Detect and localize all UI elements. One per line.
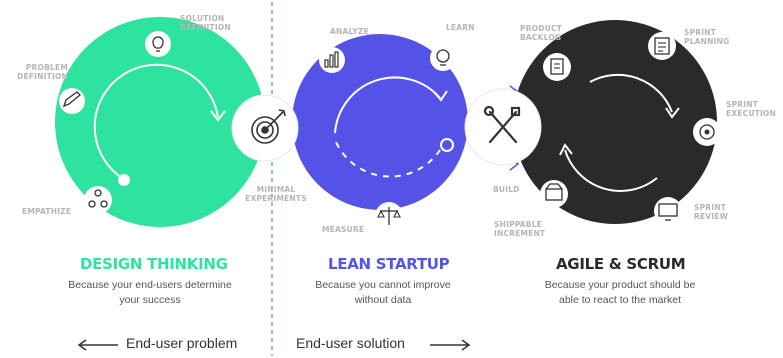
agile-scrum-title: AGILE & SCRUM (556, 255, 686, 273)
label-measure: MEASURE (322, 225, 365, 234)
label-analyze: ANALYZE (330, 27, 369, 36)
label-learn: LEARN (446, 23, 475, 32)
label-sprint-review: SPRINT REVIEW (694, 203, 729, 221)
target-icon (251, 109, 286, 144)
label-empathize: EMPATHIZE (22, 207, 72, 216)
agile-scrum-subtitle: Because your product should be able to r… (544, 279, 696, 306)
design-loop-arrowhead (210, 110, 226, 122)
agile-loop-arrowhead-right (665, 107, 680, 119)
design-thinking-title: DESIGN THINKING (80, 255, 228, 273)
lean-loop-arrowhead (433, 90, 448, 102)
label-sprint-execution: SPRINT EXECUTION (726, 100, 776, 118)
lean-startup-circle (292, 34, 468, 210)
label-product-backlog: PRODUCT BACKLOG (520, 24, 562, 42)
label-build: BUILD (493, 185, 520, 194)
lightbulb-icon (145, 31, 171, 57)
design-loop-dot (118, 174, 130, 186)
lean-loop-dot (440, 138, 454, 152)
label-shippable-increment: SHIPPABLE INCREMENT (494, 220, 546, 238)
footer-end-user-problem: End-user problem (126, 335, 238, 351)
lean-startup-subtitle: Because you cannot improve without data (315, 279, 451, 306)
arrow-left-icon (77, 339, 118, 351)
monitor-icon (654, 197, 682, 225)
lean-loop-arc-bottom (334, 139, 441, 178)
lean-startup-title: LEAN STARTUP (328, 255, 450, 273)
label-problem-definition: PROBLEM DEFINITION (17, 63, 68, 81)
label-minimal-experiments: MINIMAL EXPERIMENTS (245, 185, 307, 203)
agile-loop-arc-top (589, 73, 673, 113)
target-arrow-icon (693, 118, 721, 146)
scales-icon (375, 202, 403, 230)
label-solution-definition: SOLUTION DEFINITION (180, 14, 231, 32)
people-icon (84, 186, 112, 214)
arrow-right-icon (430, 339, 471, 351)
agile-loop-arrowhead-left (559, 143, 573, 156)
checklist-icon (648, 32, 676, 60)
footer-end-user-solution: End-user solution (296, 335, 405, 351)
agile-loop-arc-bottom (564, 149, 658, 192)
label-sprint-planning: SPRINT PLANNING (684, 28, 730, 46)
clipboard-icon (543, 53, 571, 81)
bar-chart-icon (319, 47, 345, 73)
lean-loop-arc-top (334, 76, 441, 134)
design-thinking-subtitle: Because your end-users determine your su… (68, 279, 232, 306)
box-icon (540, 180, 568, 208)
design-loop-arc (93, 63, 219, 181)
pencil-chat-icon (59, 88, 85, 114)
brain-bulb-icon (430, 45, 456, 71)
design-thinking-circle (55, 17, 265, 227)
tools-icon (483, 105, 521, 144)
